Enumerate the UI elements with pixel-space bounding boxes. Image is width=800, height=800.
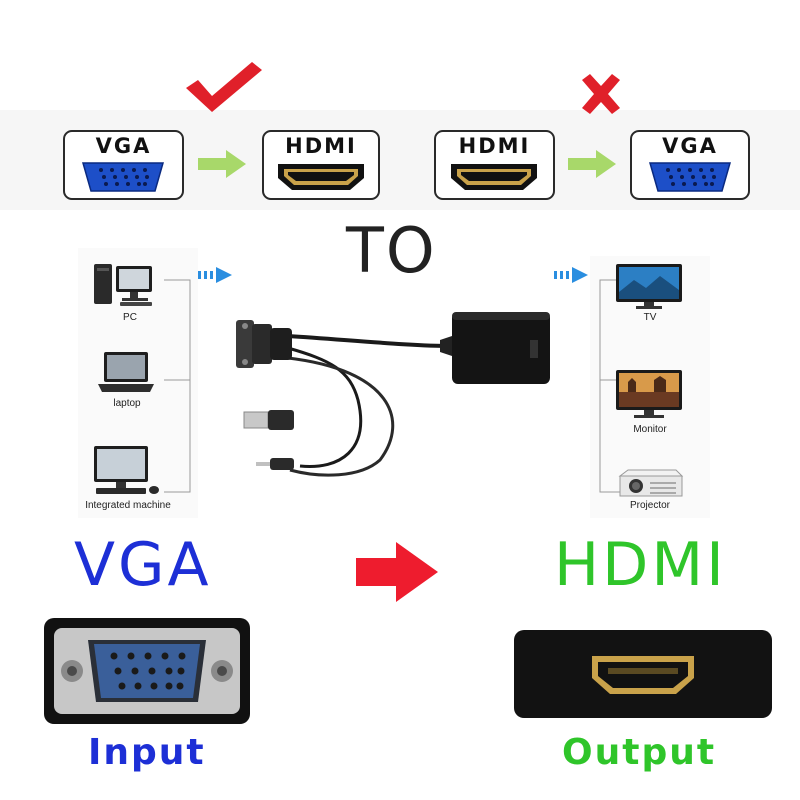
check-icon — [186, 62, 262, 112]
device-label-laptop: laptop — [113, 398, 141, 409]
cross-icon — [582, 74, 620, 114]
arrow-right-icon — [568, 150, 616, 178]
hdmi-port-card: HDMI — [262, 130, 380, 200]
hdmi-port-icon — [278, 164, 364, 190]
input-caption: Input — [88, 732, 206, 773]
hdmi-port-card: HDMI — [434, 130, 555, 200]
vga-port-label: VGA — [662, 134, 718, 158]
all-in-one-computer-icon — [94, 446, 159, 494]
device-label-tv: TV — [643, 312, 657, 323]
vga-port-card: VGA — [63, 130, 184, 200]
device-label-monitor: Monitor — [633, 424, 667, 435]
to-text: TO — [346, 214, 437, 287]
vga-port-icon — [82, 162, 164, 192]
output-caption: Output — [562, 732, 717, 773]
vga-title: VGA — [74, 530, 212, 600]
tv-icon — [616, 264, 682, 309]
desktop-pc-icon — [94, 264, 152, 306]
vga-port-card: VGA — [630, 130, 750, 200]
vga-port-label: VGA — [95, 134, 152, 158]
hdmi-port-label: HDMI — [285, 134, 357, 158]
vga-connector-image — [44, 618, 250, 724]
vga-to-hdmi-adapter-image — [236, 312, 550, 477]
device-label-projector: Projector — [629, 500, 670, 511]
signal-arrow-icon — [198, 267, 232, 283]
vga-port-icon — [649, 162, 731, 192]
monitor-icon — [616, 370, 682, 418]
hdmi-port-label: HDMI — [458, 134, 531, 158]
device-label-integrated-machine: Integrated machine — [85, 500, 171, 511]
laptop-icon — [98, 352, 154, 392]
device-label-pc: PC — [123, 312, 137, 323]
signal-arrow-icon — [554, 267, 588, 283]
projector-icon — [618, 469, 684, 497]
hdmi-port-icon — [451, 164, 537, 190]
hdmi-title: HDMI — [554, 530, 727, 600]
hdmi-connector-image — [514, 630, 772, 718]
red-arrow-right-icon — [356, 542, 438, 602]
source-bracket — [164, 279, 191, 493]
arrow-right-icon — [198, 150, 246, 178]
